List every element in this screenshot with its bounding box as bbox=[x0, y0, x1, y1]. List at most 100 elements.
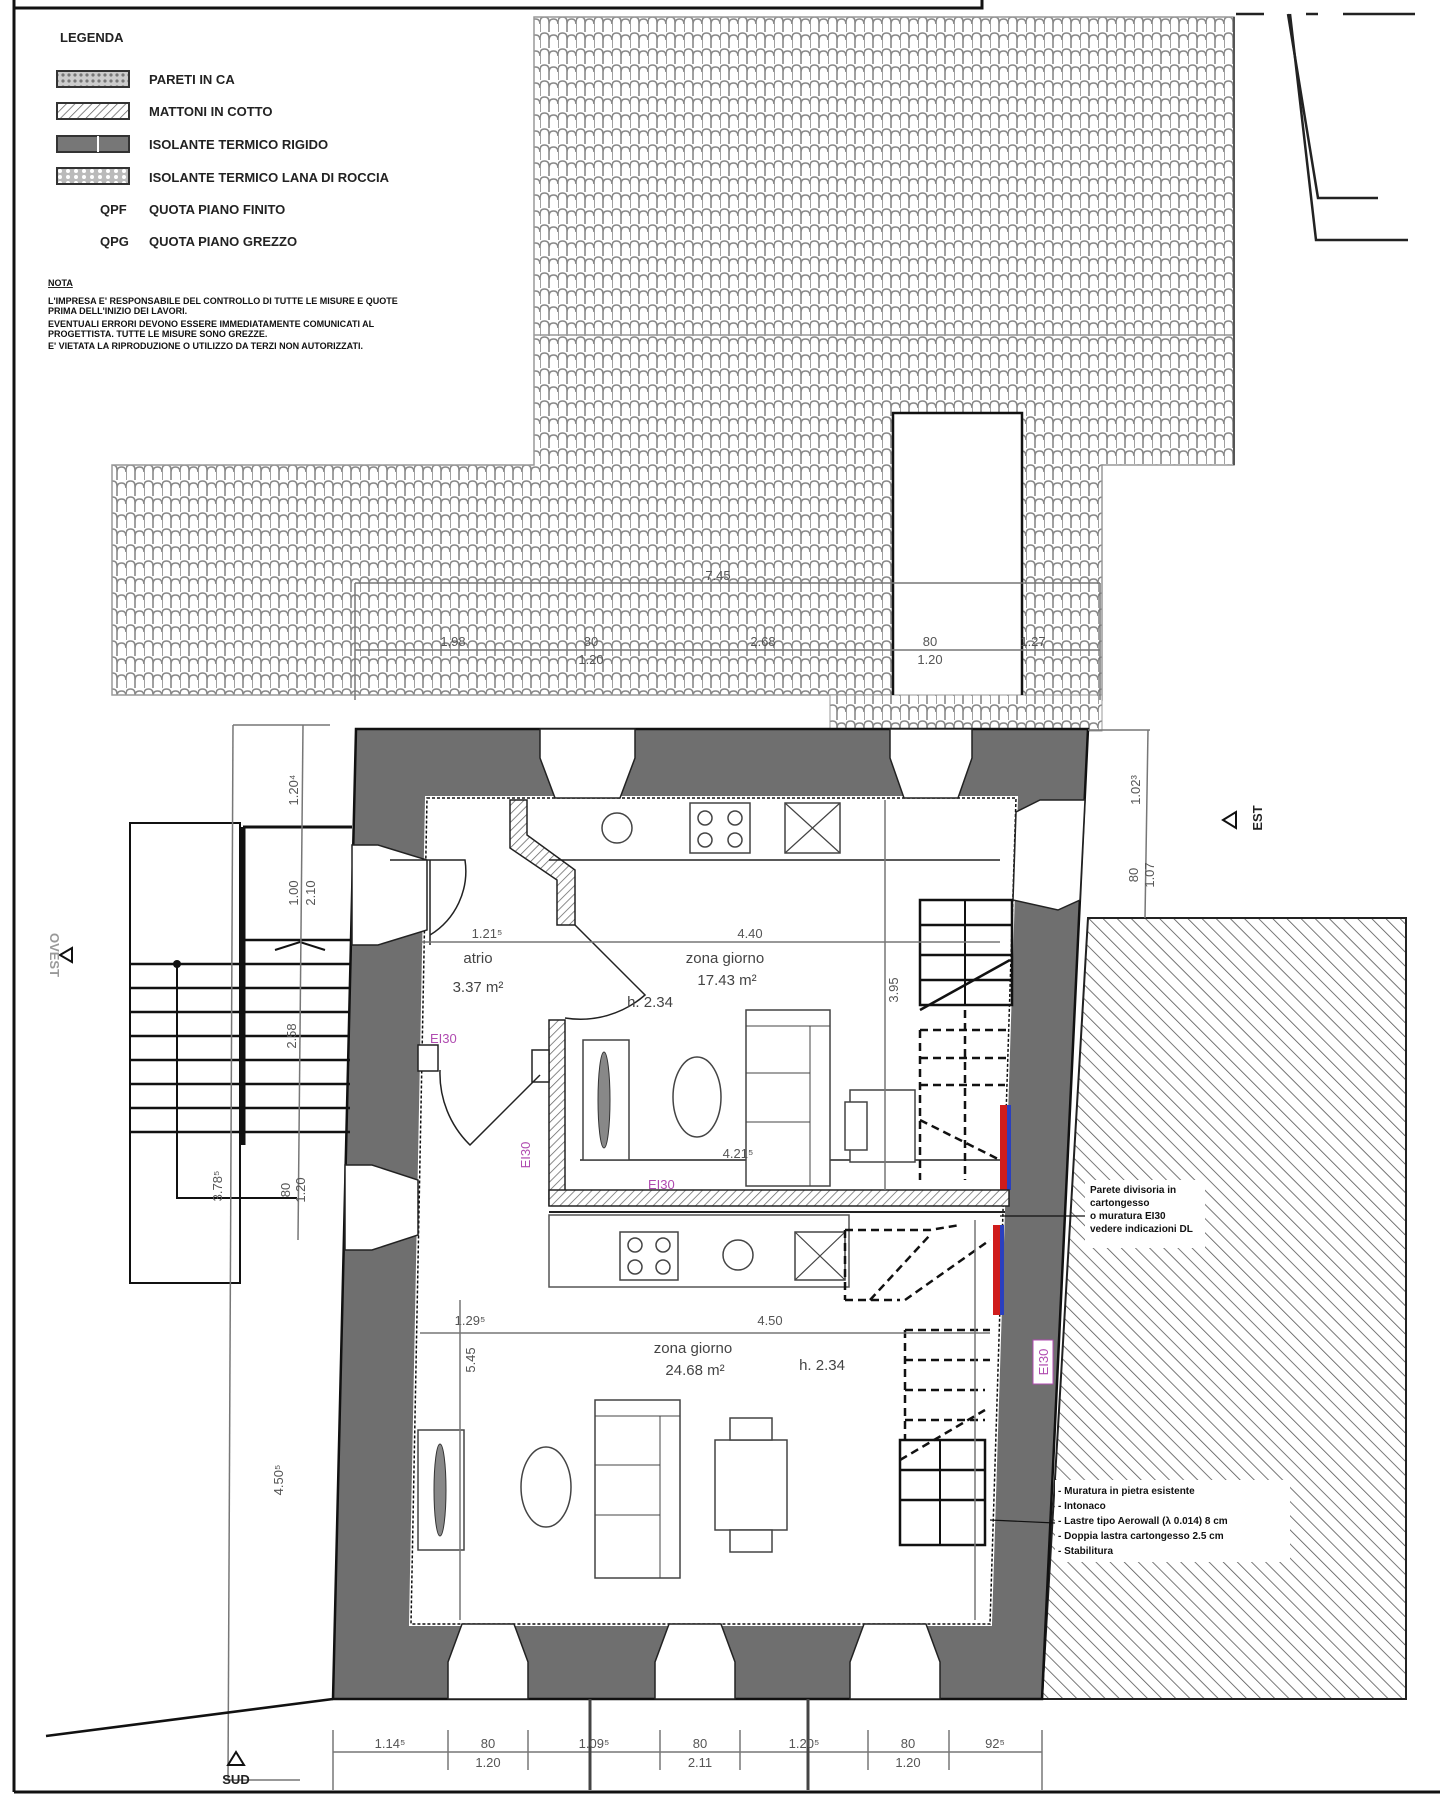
ei30-label: EI30 bbox=[1036, 1349, 1051, 1376]
nota-line: PROGETTISTA. TUTTE LE MISURE SONO GREZZE… bbox=[48, 329, 267, 339]
dim-label: 1.09⁵ bbox=[579, 1736, 610, 1751]
dim-label: 1.20⁵ bbox=[789, 1736, 820, 1751]
dim-label: 2.10 bbox=[303, 880, 318, 905]
coffee-table bbox=[672, 1056, 722, 1138]
boundary-line bbox=[45, 1697, 334, 1738]
dim-label: 2.68 bbox=[750, 634, 775, 649]
note-line: - Doppia lastra cartongesso 2.5 cm bbox=[1058, 1531, 1224, 1542]
abbr-label: QUOTA PIANO FINITO bbox=[149, 202, 285, 217]
triangle-marker-icon bbox=[1221, 810, 1237, 830]
orientation-south: SUD bbox=[222, 1750, 250, 1787]
note-line: Parete divisoria in bbox=[1090, 1185, 1176, 1196]
room-name-zona-giorno: zona giorno bbox=[686, 950, 764, 967]
dim-label: 1.98 bbox=[440, 634, 465, 649]
dim-label: 80 bbox=[584, 634, 598, 649]
abbr-code: QPG bbox=[100, 234, 129, 249]
orientation-east: EST bbox=[1221, 805, 1265, 831]
dim-label: 1.02³ bbox=[1128, 775, 1143, 805]
atrio-width: 1.21⁵ bbox=[472, 926, 503, 941]
triangle-marker-icon bbox=[58, 946, 73, 964]
abbr-label: QUOTA PIANO GREZZO bbox=[149, 234, 297, 249]
coffee-table bbox=[520, 1446, 572, 1528]
legend-item: MATTONI IN COTTO bbox=[149, 104, 273, 119]
stove-icon bbox=[689, 802, 751, 854]
dim-label: 1.07 bbox=[1142, 862, 1157, 887]
note-line: cartongesso bbox=[1090, 1198, 1149, 1209]
right-dimensions: 1.02³ 80 1.07 bbox=[1088, 729, 1157, 919]
dim-label: 80 bbox=[1126, 868, 1141, 882]
dim-label: 80 bbox=[901, 1736, 915, 1751]
room-area-zona-giorno: 24.68 m² bbox=[665, 1362, 724, 1379]
orientation-west: OVEST bbox=[47, 933, 73, 977]
nota-line: L'IMPRESA E' RESPONSABILE DEL CONTROLLO … bbox=[48, 296, 398, 306]
west-label: OVEST bbox=[47, 933, 62, 977]
dim-label: 1.20 bbox=[578, 652, 603, 667]
room-height: h. 2.34 bbox=[627, 994, 673, 1011]
ei30-label: EI30 bbox=[648, 1177, 675, 1192]
nota-line: EVENTUALI ERRORI DEVONO ESSERE IMMEDIATA… bbox=[48, 319, 375, 329]
dim-label: 2.58 bbox=[284, 1023, 299, 1048]
nota-title: NOTA bbox=[48, 278, 73, 288]
top-dimensions: 7.45 1.98 80 1.20 2.68 80 1.20 1.27 bbox=[354, 568, 1101, 700]
dim-label: 5.45 bbox=[463, 1347, 478, 1372]
dim-label: 4.50⁵ bbox=[271, 1465, 286, 1496]
dim-label: 3.78⁵ bbox=[210, 1171, 225, 1202]
dim-label: 1.20 bbox=[293, 1177, 308, 1202]
sheet-frame bbox=[12, 0, 1440, 1794]
sofa bbox=[594, 1399, 681, 1579]
external-stair bbox=[129, 822, 352, 1284]
room-height: h. 2.34 bbox=[799, 1357, 845, 1374]
bottom-dimensions: 1.14⁵ 80 1.20 1.09⁵ 80 2.11 1.20⁵ 80 1.2… bbox=[332, 1699, 1043, 1790]
sink-icon bbox=[722, 1239, 754, 1271]
insulation-red bbox=[1000, 1105, 1007, 1190]
left-dimensions: 1.20⁴ 1.00 2.10 2.58 3.78⁵ 80 1.20 4.50⁵ bbox=[210, 724, 330, 1781]
furniture bbox=[417, 802, 1000, 1579]
fire-rating-labels: EI30 EI30 EI30 EI30 bbox=[430, 1031, 1054, 1385]
dim-label: 80 bbox=[278, 1183, 293, 1197]
dim-label: 4.40 bbox=[737, 926, 762, 941]
swatch-lana-roccia bbox=[56, 167, 130, 185]
ei30-label: EI30 bbox=[518, 1142, 533, 1169]
legend-title: LEGENDA bbox=[60, 30, 124, 45]
note-line: - Lastre tipo Aerowall (λ 0.014) 8 cm bbox=[1058, 1516, 1228, 1527]
dim-label: 4.21⁵ bbox=[723, 1146, 754, 1161]
wall-layers-note: - Muratura in pietra esistente - Intonac… bbox=[989, 1480, 1290, 1562]
dim-label: 1.27 bbox=[1020, 634, 1045, 649]
dim-label: 80 bbox=[923, 634, 937, 649]
interior-partitions bbox=[417, 799, 1010, 1213]
dim-label: 1.00 bbox=[286, 880, 301, 905]
swatch-isolante-rigido bbox=[56, 135, 130, 153]
dim-label: 1.14⁵ bbox=[375, 1736, 406, 1751]
abbr-code: QPF bbox=[100, 202, 127, 217]
adjacent-building-hatch bbox=[1040, 917, 1407, 1700]
legend-item: PARETI IN CA bbox=[149, 72, 235, 87]
dim-label: 3.95 bbox=[886, 977, 901, 1002]
doors bbox=[390, 859, 647, 1147]
dim-label: 1.20⁴ bbox=[286, 775, 301, 806]
note-line: - Muratura in pietra esistente bbox=[1058, 1486, 1195, 1497]
dim-label: 4.50 bbox=[757, 1313, 782, 1328]
room-area-zona-giorno: 17.43 m² bbox=[697, 972, 756, 989]
note-line: - Stabilitura bbox=[1058, 1546, 1113, 1557]
swatch-mattoni bbox=[56, 102, 130, 120]
sink-icon bbox=[601, 812, 633, 844]
room-name-atrio: atrio bbox=[463, 950, 492, 967]
dim-label: 80 bbox=[693, 1736, 707, 1751]
stove-icon bbox=[619, 1231, 679, 1281]
dim-label: 1.20 bbox=[917, 652, 942, 667]
south-label: SUD bbox=[222, 1772, 249, 1787]
dim-label: 1.20 bbox=[895, 1755, 920, 1770]
triangle-marker-icon bbox=[226, 1750, 246, 1766]
room-area-atrio: 3.37 m² bbox=[453, 979, 504, 996]
legend-item: ISOLANTE TERMICO LANA DI ROCCIA bbox=[149, 170, 390, 185]
dim-label: 2.11 bbox=[688, 1755, 712, 1770]
legend: LEGENDA PARETI IN CA MATTONI IN COTTO IS… bbox=[48, 30, 398, 351]
east-label: EST bbox=[1250, 805, 1265, 830]
dim-label: 92⁵ bbox=[985, 1736, 1005, 1751]
partition-note: Parete divisoria in cartongesso o muratu… bbox=[1000, 1180, 1205, 1248]
dim-label: 80 bbox=[481, 1736, 495, 1751]
note-line: - Intonaco bbox=[1058, 1501, 1106, 1512]
room-name-zona-giorno: zona giorno bbox=[654, 1340, 732, 1357]
dim-label: 1.20 bbox=[475, 1755, 500, 1770]
